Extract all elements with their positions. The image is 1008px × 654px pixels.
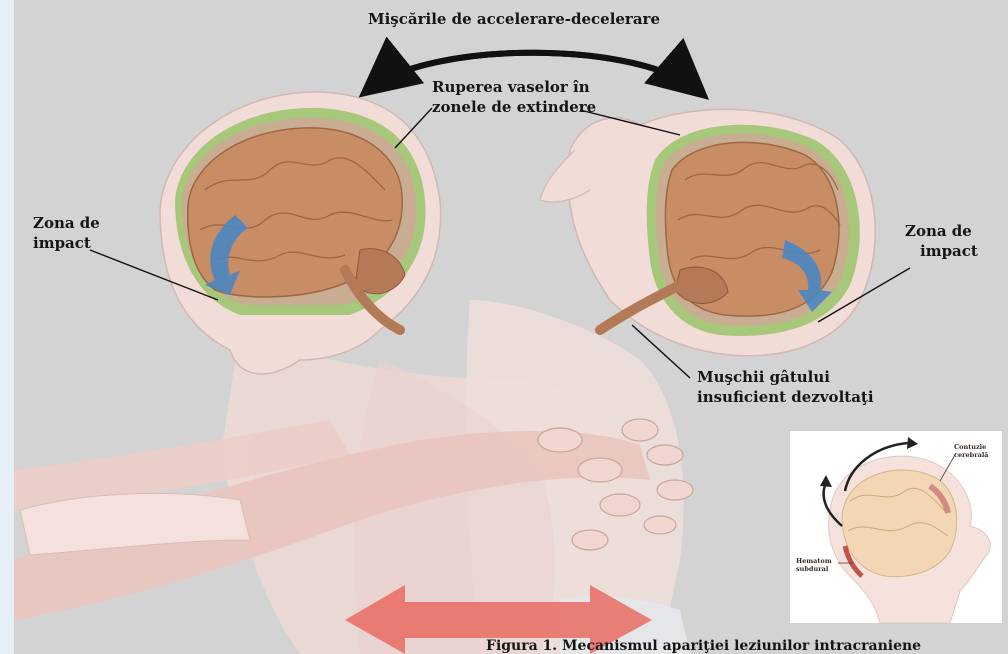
contusion-label-line2: cerebrală — [954, 451, 989, 459]
impact-left-label-line2: impact — [33, 234, 91, 253]
inset-panel: Contuzie cerebrală Hematom subdural — [789, 430, 1003, 624]
left-head — [160, 92, 441, 374]
hematoma-label-line2: subdural — [796, 565, 828, 573]
hematoma-label-line1: Hematom — [796, 557, 832, 565]
contusion-label-line1: Contuzie — [954, 443, 986, 451]
inset-illustration — [790, 431, 1002, 623]
figure-caption: Figura 1. Mecanismul apariţiei leziunilo… — [486, 638, 1008, 654]
vessels-label-line1: Ruperea vaselor în — [432, 78, 590, 97]
acceleration-label: Mişcările de accelerare-decelerare — [368, 10, 660, 29]
impact-right-label-line2: impact — [920, 242, 978, 261]
neck-muscles-label-line2: insuficient dezvoltaţi — [697, 388, 874, 407]
neck-muscles-label-line1: Muşchii gâtului — [697, 368, 830, 387]
impact-left-label-line1: Zona de — [33, 214, 100, 233]
vessels-label-line2: zonele de extindere — [432, 98, 596, 117]
impact-right-label-line1: Zona de — [905, 222, 972, 241]
left-decorative-strip — [0, 0, 14, 654]
